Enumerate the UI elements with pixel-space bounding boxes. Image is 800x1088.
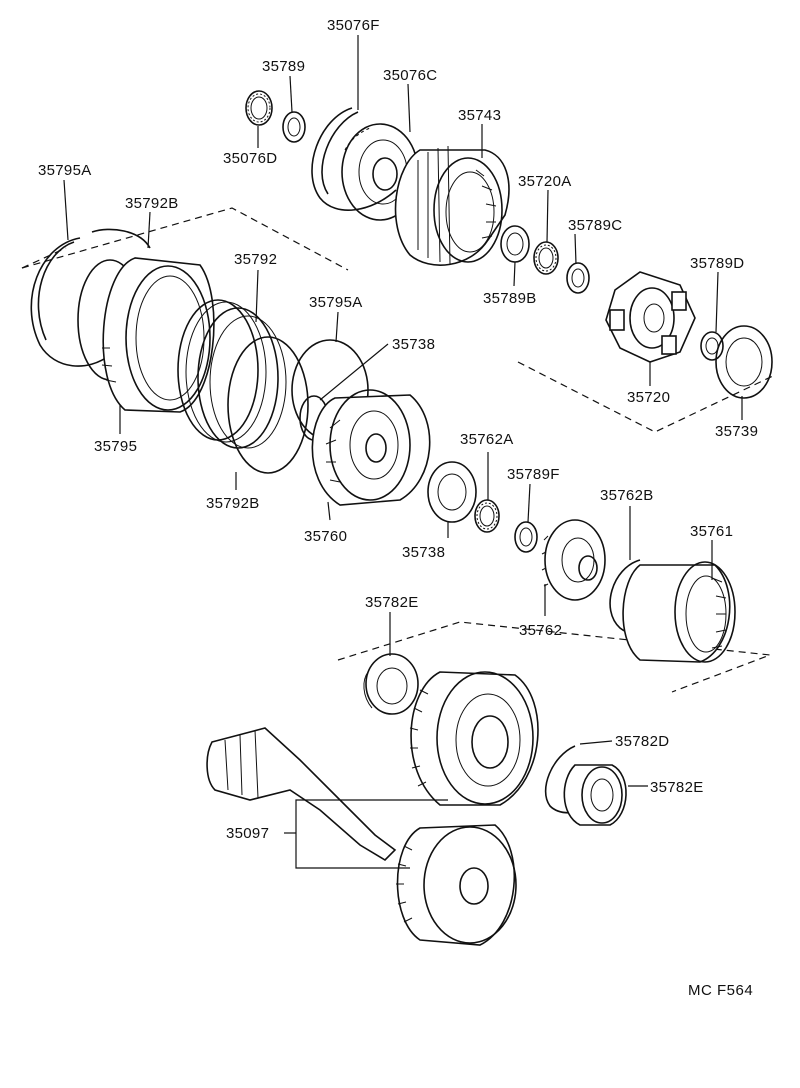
label-35789D: 35789D <box>690 255 744 272</box>
label-35789: 35789 <box>262 58 305 75</box>
label-35762: 35762 <box>519 622 562 639</box>
snap-ring-35076F <box>311 107 397 211</box>
label-35789C: 35789C <box>568 217 622 234</box>
ring-35792B-bottom <box>227 336 309 474</box>
shaft-35097 <box>206 727 397 862</box>
bearing-35782E-top <box>363 653 419 715</box>
dashed-group-right <box>517 361 776 433</box>
dashed-group-left <box>21 207 349 271</box>
hub-35760 <box>311 389 431 506</box>
clutch-drum-35795 <box>101 257 215 413</box>
dashed-group-bottom <box>337 621 771 693</box>
label-35792B-bottom: 35792B <box>206 495 260 512</box>
label-35792B-top: 35792B <box>125 195 179 212</box>
drum-35761 <box>622 561 736 663</box>
label-35795: 35795 <box>94 438 137 455</box>
label-35076F: 35076F <box>327 17 380 34</box>
label-35795A-mid: 35795A <box>309 294 363 311</box>
label-35739: 35739 <box>715 423 758 440</box>
part-labels: 35076F 35789 35076C 35743 35076D 35795A … <box>38 17 758 842</box>
bearing-35782E-right <box>563 764 627 826</box>
label-35761: 35761 <box>690 523 733 540</box>
hub-35743 <box>394 145 510 266</box>
leader-lines <box>63 35 743 869</box>
label-35789F: 35789F <box>507 466 560 483</box>
planetary-carrier-35720 <box>605 271 696 363</box>
washer-35789F <box>514 521 538 553</box>
label-35782D: 35782D <box>615 733 669 750</box>
snap-ring-35795A-top <box>30 237 111 367</box>
label-35738-bottom: 35738 <box>402 544 445 561</box>
label-35076D: 35076D <box>223 150 277 167</box>
lower-gear <box>396 824 517 946</box>
plate-35738-bottom <box>427 461 477 523</box>
thrust-plate-35739 <box>715 325 773 399</box>
bearing-35076D <box>245 90 273 126</box>
label-35720A: 35720A <box>518 173 572 190</box>
label-35782E-top: 35782E <box>365 594 419 611</box>
label-35720: 35720 <box>627 389 670 406</box>
label-35760: 35760 <box>304 528 347 545</box>
diagram-code: MC F564 <box>688 982 753 999</box>
washer-35789C <box>566 262 590 294</box>
label-35097: 35097 <box>226 825 269 842</box>
label-35762A: 35762A <box>460 431 514 448</box>
label-35789B: 35789B <box>483 290 537 307</box>
large-gear <box>409 671 539 806</box>
label-35795A-top: 35795A <box>38 162 92 179</box>
label-35792: 35792 <box>234 251 277 268</box>
label-35762B: 35762B <box>600 487 654 504</box>
label-35076C: 35076C <box>383 67 437 84</box>
label-35738-top: 35738 <box>392 336 435 353</box>
bearing-35720A <box>533 241 559 275</box>
bearing-35762A <box>474 499 500 533</box>
washer-35789 <box>282 111 306 143</box>
label-35743: 35743 <box>458 107 501 124</box>
label-35782E-right: 35782E <box>650 779 704 796</box>
washer-35789D <box>700 331 724 361</box>
sun-gear-35762 <box>541 519 606 601</box>
washer-35789B <box>500 225 530 263</box>
clutch-plates-35792 <box>177 299 287 449</box>
